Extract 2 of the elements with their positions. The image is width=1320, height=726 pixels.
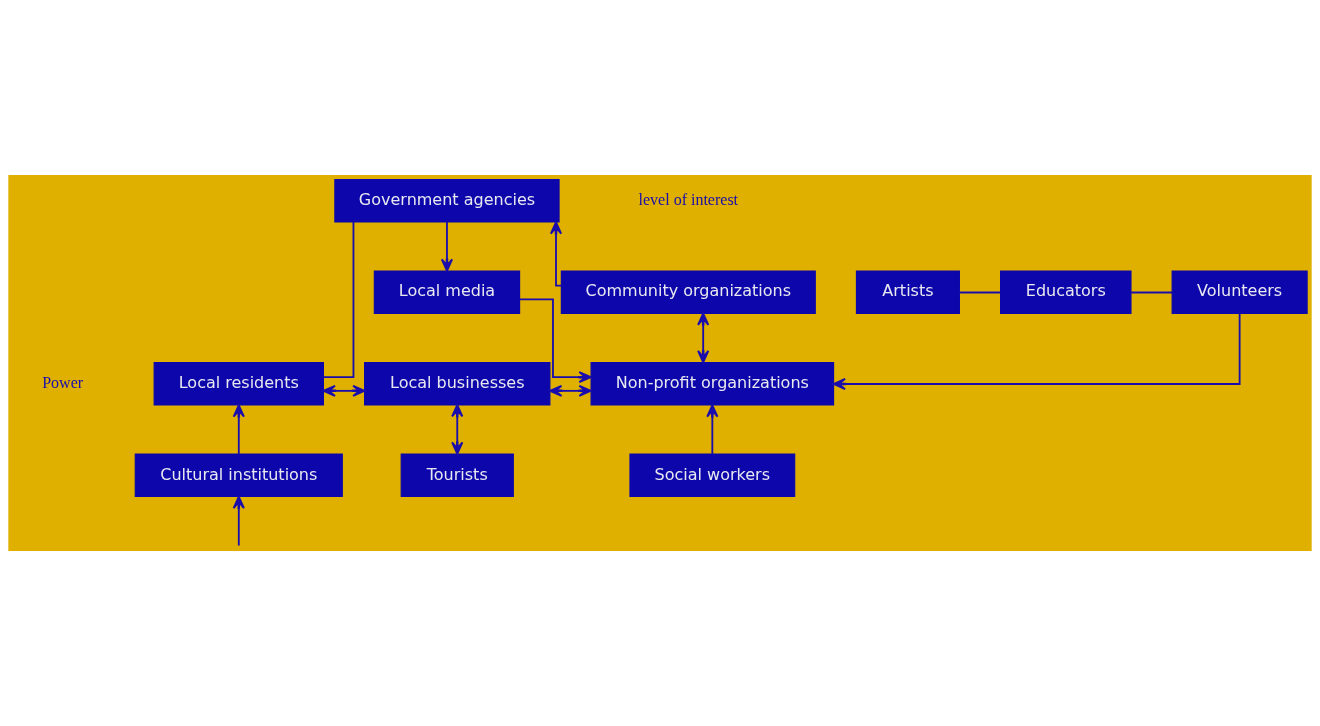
label: Power [42, 373, 84, 391]
label: level of interest [638, 190, 739, 208]
